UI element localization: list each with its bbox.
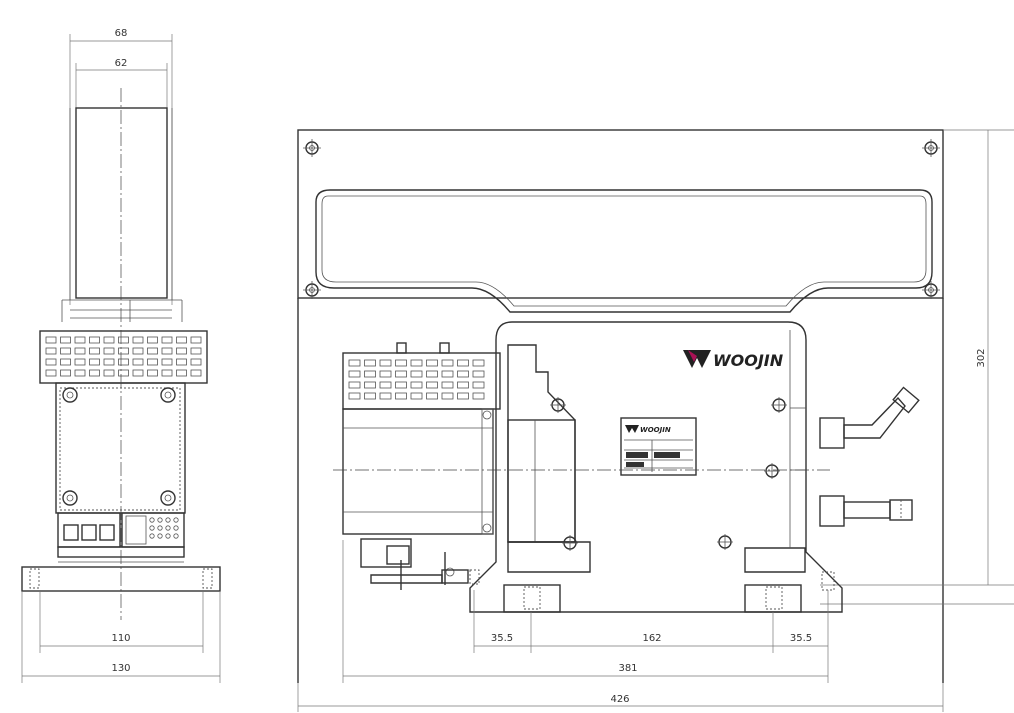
logo-mark-icon	[683, 350, 711, 368]
front-clamp-plate	[507, 344, 576, 543]
side-bolts	[62, 387, 176, 506]
front-coil-housing	[507, 419, 576, 543]
dim-label-35-5-right: 35.5	[790, 633, 812, 644]
front-main-body	[469, 321, 843, 613]
dim-base-inner: 110	[39, 592, 204, 653]
front-view: 302	[297, 129, 1014, 712]
dim-height: 302	[820, 129, 1014, 586]
nameplate: WOOJIN	[620, 417, 697, 476]
dim-mount-span: 381	[342, 540, 829, 683]
dim-label-302: 302	[976, 348, 987, 367]
mounting-feet	[503, 571, 835, 613]
dim-label-110: 110	[111, 633, 130, 644]
logo-text: WOOJIN	[713, 351, 784, 370]
dim-base-outer: 130	[21, 592, 221, 683]
dim-label-162: 162	[642, 633, 661, 644]
front-window-outline	[315, 189, 933, 313]
side-view: 68 62	[21, 28, 221, 683]
dim-label-426: 426	[610, 694, 629, 705]
left-bracket	[360, 538, 480, 590]
dim-label-381: 381	[618, 663, 637, 674]
front-vent-box	[342, 352, 501, 410]
front-body-bolts	[550, 397, 787, 551]
cooling-hoses	[819, 386, 920, 527]
front-panel-bolts	[303, 139, 940, 299]
front-top-panel	[297, 129, 944, 299]
side-terminal-block	[57, 512, 121, 548]
dim-top-inner: 62	[75, 58, 168, 110]
side-vent-block	[39, 330, 208, 384]
nameplate-logo-icon	[625, 425, 639, 433]
dim-label-130: 130	[111, 663, 130, 674]
dim-label-68: 68	[115, 28, 128, 39]
dim-overall-width: 426	[297, 683, 944, 712]
brand-logo: WOOJIN	[683, 350, 784, 370]
dim-label-35-5-left: 35.5	[491, 633, 513, 644]
nameplate-logo-text: WOOJIN	[640, 426, 671, 434]
dim-hole-pattern: 35.5 162 35.5	[473, 590, 829, 653]
side-connector	[121, 512, 185, 548]
side-upper-column	[75, 107, 168, 299]
dim-label-62: 62	[115, 58, 128, 69]
